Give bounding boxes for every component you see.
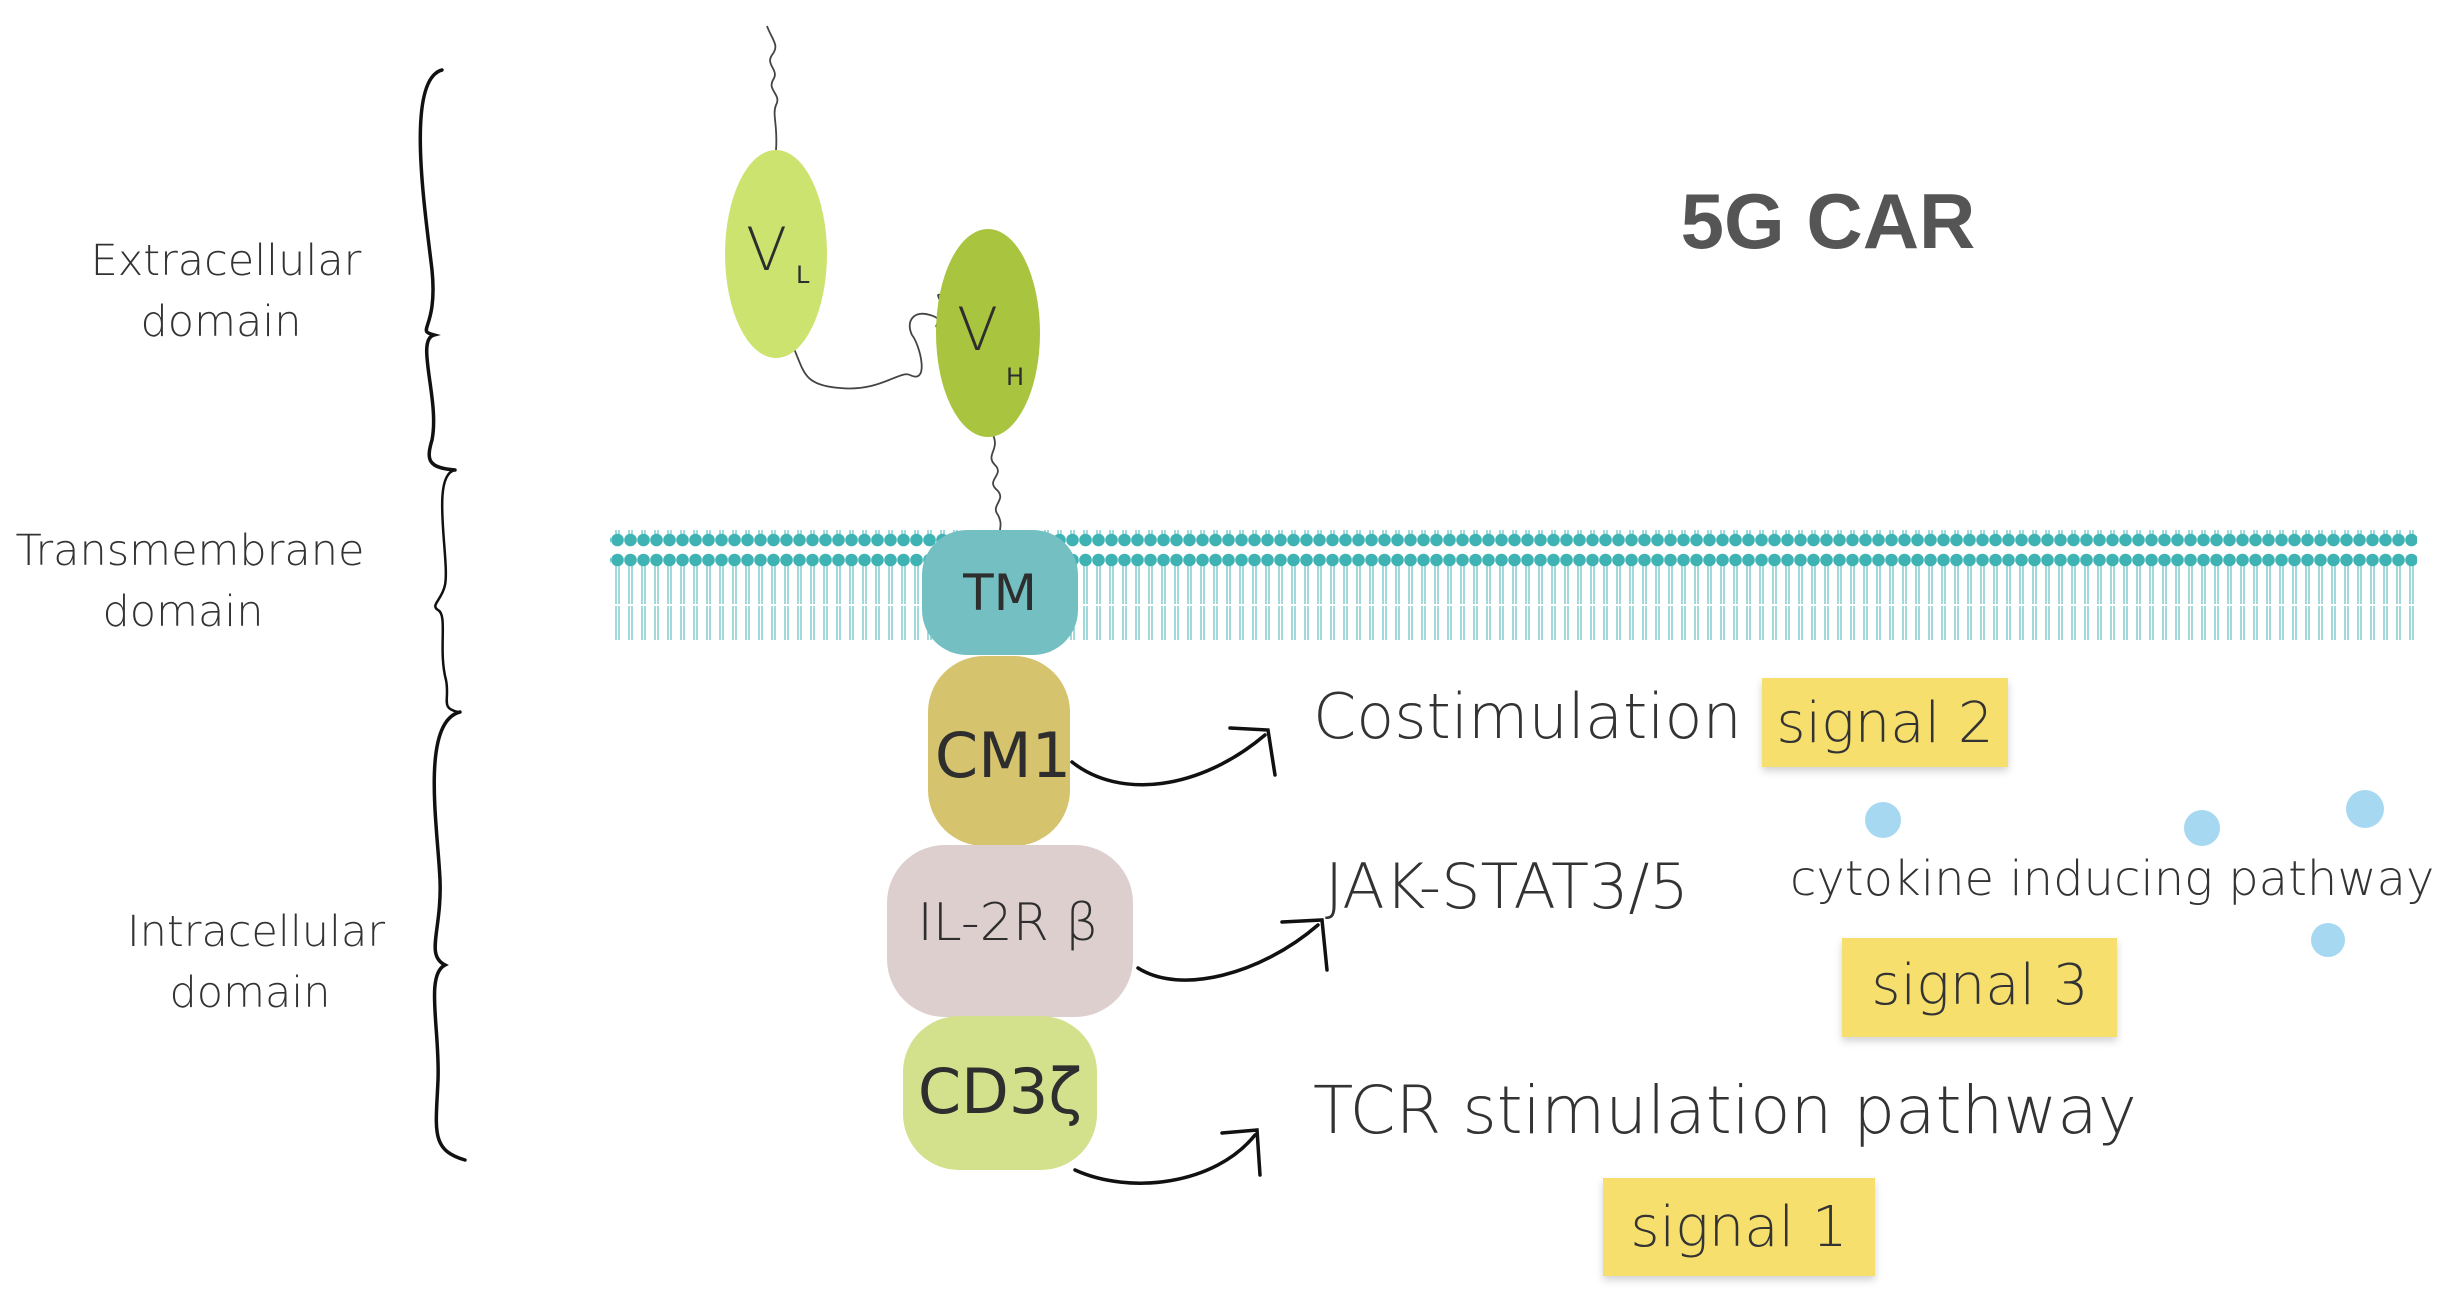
vl-label: V [746, 215, 787, 285]
cm1-label: CM1 [935, 719, 1071, 792]
vl-subscript: L [796, 261, 810, 289]
jak-stat-arrow [1136, 918, 1329, 982]
signal-2-note: signal 2 [1762, 678, 2008, 767]
transmembrane-brace [434, 468, 460, 714]
vh-label: V [957, 295, 998, 365]
tm-block: TM [922, 530, 1078, 655]
costimulation-label: Costimulation [1313, 680, 1742, 753]
vh-subscript: H [1006, 363, 1024, 391]
tcr-arrow [1073, 1128, 1262, 1185]
vh-tm-linker [990, 434, 1002, 536]
extracellular-label-line1: Extracellular [91, 236, 362, 286]
cytokine-pathway-label: cytokine inducing pathway [1790, 851, 2434, 907]
cytokine-dot [2311, 923, 2345, 957]
costimulation-arrow [1070, 726, 1277, 787]
cytokine-dot [1865, 802, 1901, 838]
cd3z-label: CD3ζ [918, 1055, 1082, 1128]
vl-top-linker [766, 25, 779, 151]
transmembrane-label-line1: Transmembrane [16, 526, 365, 576]
diagram-title: 5G CAR [1681, 177, 1976, 265]
tcr-pathway-label: TCR stimulation pathway [1313, 1072, 2137, 1149]
extracellular-label-line2: domain [140, 297, 301, 347]
intracellular-brace [432, 710, 467, 1162]
tm-label: TM [962, 564, 1037, 622]
extracellular-brace [418, 68, 457, 472]
cytokine-dot [2184, 810, 2220, 846]
signal-2-label: signal 2 [1776, 691, 1993, 756]
intracellular-label-line1: Intracellular [127, 907, 385, 957]
cm1-block: CM1 [928, 656, 1071, 846]
signal-3-note: signal 3 [1842, 938, 2117, 1037]
cd3z-block: CD3ζ [903, 1016, 1097, 1170]
vl-chain: V L [725, 150, 827, 358]
cytokine-dots [1865, 790, 2384, 957]
signal-1-note: signal 1 [1603, 1178, 1875, 1276]
cytokine-dot [2346, 790, 2384, 828]
jak-stat-label: JAK-STAT3/5 [1325, 850, 1689, 923]
signal-1-label: signal 1 [1630, 1195, 1847, 1260]
signal-3-label: signal 3 [1871, 953, 2088, 1018]
cell-membrane [610, 530, 2417, 640]
vh-chain: V H [936, 229, 1040, 437]
intracellular-domain-label: Intracellular domain [127, 907, 385, 1018]
il2rb-label: IL-2R β [917, 893, 1098, 953]
transmembrane-domain-label: Transmembrane domain [16, 526, 365, 637]
transmembrane-label-line2: domain [102, 587, 263, 637]
il2rb-block: IL-2R β [887, 845, 1133, 1017]
intracellular-label-line2: domain [169, 968, 330, 1018]
extracellular-domain-label: Extracellular domain [91, 236, 362, 347]
